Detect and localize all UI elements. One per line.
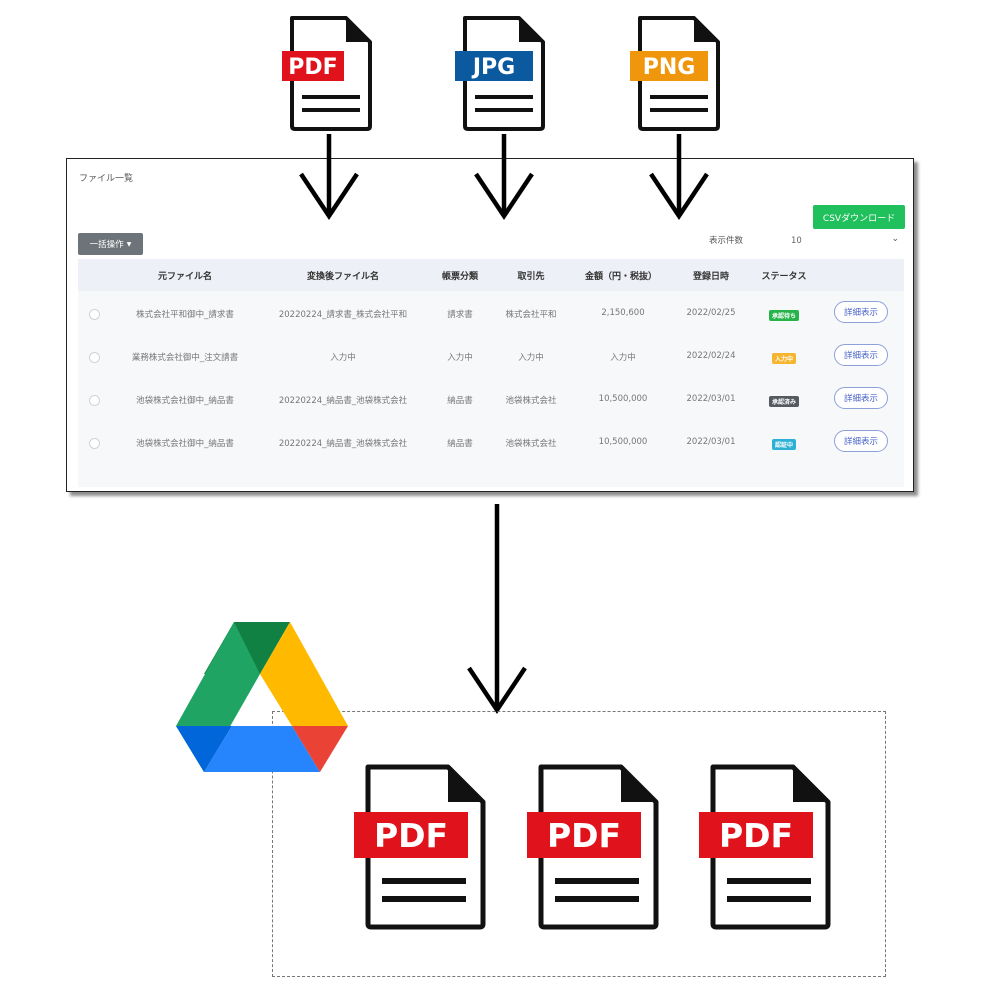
file-type-label: PDF xyxy=(288,55,337,80)
pdf-file-icon: PDF xyxy=(352,764,486,930)
row-checkbox[interactable] xyxy=(89,395,100,406)
down-arrow-icon xyxy=(648,134,710,221)
down-arrow-icon xyxy=(466,504,528,715)
amount: 10,500,000 xyxy=(598,437,648,447)
file-type-label: PDF xyxy=(547,816,621,855)
file-type-label: JPG xyxy=(471,55,515,80)
original-file-name: 池袋株式会社御中_納品書 xyxy=(136,396,234,406)
table-row: 池袋株式会社御中_納品書 20220224_納品書_池袋株式会社 納品書 池袋株… xyxy=(78,422,904,465)
detail-view-button[interactable]: 詳細表示 xyxy=(834,430,888,452)
registered-date: 2022/02/24 xyxy=(686,351,736,361)
detail-view-button[interactable]: 詳細表示 xyxy=(834,344,888,366)
display-count-select[interactable]: 10 ⌄ xyxy=(783,231,903,251)
converted-file-name: 20220224_納品書_池袋株式会社 xyxy=(278,396,408,406)
converted-file-name: 入力中 xyxy=(330,353,356,363)
down-arrow-icon xyxy=(298,134,360,221)
document-type: 入力中 xyxy=(447,353,473,363)
pdf-file-icon: PDF xyxy=(697,764,831,930)
table-row: 株式会社平和御中_請求書 20220224_請求書_株式会社平和 請求書 株式会… xyxy=(78,293,904,336)
column-header: 元ファイル名 xyxy=(157,272,213,282)
business-partner: 池袋株式会社 xyxy=(505,439,557,449)
row-checkbox[interactable] xyxy=(89,352,100,363)
caret-down-icon: ▼ xyxy=(126,240,132,248)
chevron-down-icon: ⌄ xyxy=(891,234,899,244)
status-badge: 承認待ち xyxy=(768,310,800,321)
document-type: 納品書 xyxy=(447,396,473,406)
row-checkbox[interactable] xyxy=(89,438,100,449)
business-partner: 池袋株式会社 xyxy=(505,396,557,406)
status-badge: 承認済み xyxy=(768,396,800,407)
amount: 2,150,600 xyxy=(601,308,645,318)
amount: 入力中 xyxy=(610,353,636,363)
google-drive-icon xyxy=(174,622,350,782)
status-badge: 認証中 xyxy=(771,439,797,450)
converted-file-name: 20220224_請求書_株式会社平和 xyxy=(278,310,408,320)
table-row: 池袋株式会社御中_納品書 20220224_納品書_池袋株式会社 納品書 池袋株… xyxy=(78,379,904,422)
business-partner: 株式会社平和 xyxy=(505,310,557,320)
file-type-banner xyxy=(630,51,708,81)
file-table: 元ファイル名 変換後ファイル名 帳票分類 取引先 金額（円・税抜） 登録日時 ス… xyxy=(78,259,904,487)
converted-file-name: 20220224_納品書_池袋株式会社 xyxy=(278,439,408,449)
detail-view-button[interactable]: 詳細表示 xyxy=(834,301,888,323)
csv-download-button[interactable]: CSVダウンロード xyxy=(813,205,905,229)
file-type-label: PDF xyxy=(374,816,448,855)
row-checkbox[interactable] xyxy=(89,309,100,320)
bulk-action-button[interactable]: 一括操作 ▼ xyxy=(78,233,143,255)
drive-folder-box xyxy=(272,711,886,977)
original-file-name: 業務株式会社御中_注文請書 xyxy=(131,353,239,363)
detail-view-button[interactable]: 詳細表示 xyxy=(834,387,888,409)
jpg-file-icon: JPG xyxy=(453,16,545,131)
original-file-name: 株式会社平和御中_請求書 xyxy=(136,310,234,320)
column-header: 金額（円・税抜） xyxy=(584,272,658,282)
pdf-file-icon: PDF xyxy=(280,16,372,131)
document-type: 請求書 xyxy=(447,310,473,320)
file-type-label: PNG xyxy=(643,55,696,80)
display-count-value: 10 xyxy=(791,236,802,246)
file-type-banner xyxy=(699,812,813,858)
registered-date: 2022/02/25 xyxy=(686,308,736,318)
file-type-banner xyxy=(527,812,641,858)
column-header: ステータス xyxy=(761,272,807,282)
display-count-label: 表示件数 xyxy=(709,236,744,246)
registered-date: 2022/03/01 xyxy=(686,394,736,404)
original-file-name: 池袋株式会社御中_納品書 xyxy=(136,439,234,449)
file-type-banner xyxy=(455,51,533,81)
down-arrow-icon xyxy=(473,134,535,221)
file-list-panel: ファイル一覧 CSVダウンロード 一括操作 ▼ 表示件数 10 ⌄ 元ファイル名… xyxy=(66,158,914,492)
table-row: 業務株式会社御中_注文請書 入力中 入力中 入力中 入力中 2022/02/24… xyxy=(78,336,904,379)
column-header: 登録日時 xyxy=(692,272,730,282)
amount: 10,500,000 xyxy=(598,394,648,404)
panel-title: ファイル一覧 xyxy=(79,174,134,184)
png-file-icon: PNG xyxy=(628,16,720,131)
column-header: 変換後ファイル名 xyxy=(306,272,380,282)
column-header: 取引先 xyxy=(517,272,545,282)
pdf-file-icon: PDF xyxy=(525,764,659,930)
file-type-banner xyxy=(354,812,468,858)
file-type-banner xyxy=(282,51,344,81)
document-type: 納品書 xyxy=(447,439,473,449)
registered-date: 2022/03/01 xyxy=(686,437,736,447)
table-header: 元ファイル名 変換後ファイル名 帳票分類 取引先 金額（円・税抜） 登録日時 ス… xyxy=(78,259,904,291)
file-type-label: PDF xyxy=(719,816,793,855)
status-badge: 入力中 xyxy=(771,353,797,364)
bulk-action-label: 一括操作 xyxy=(89,240,124,250)
business-partner: 入力中 xyxy=(518,353,544,363)
column-header: 帳票分類 xyxy=(441,272,479,282)
